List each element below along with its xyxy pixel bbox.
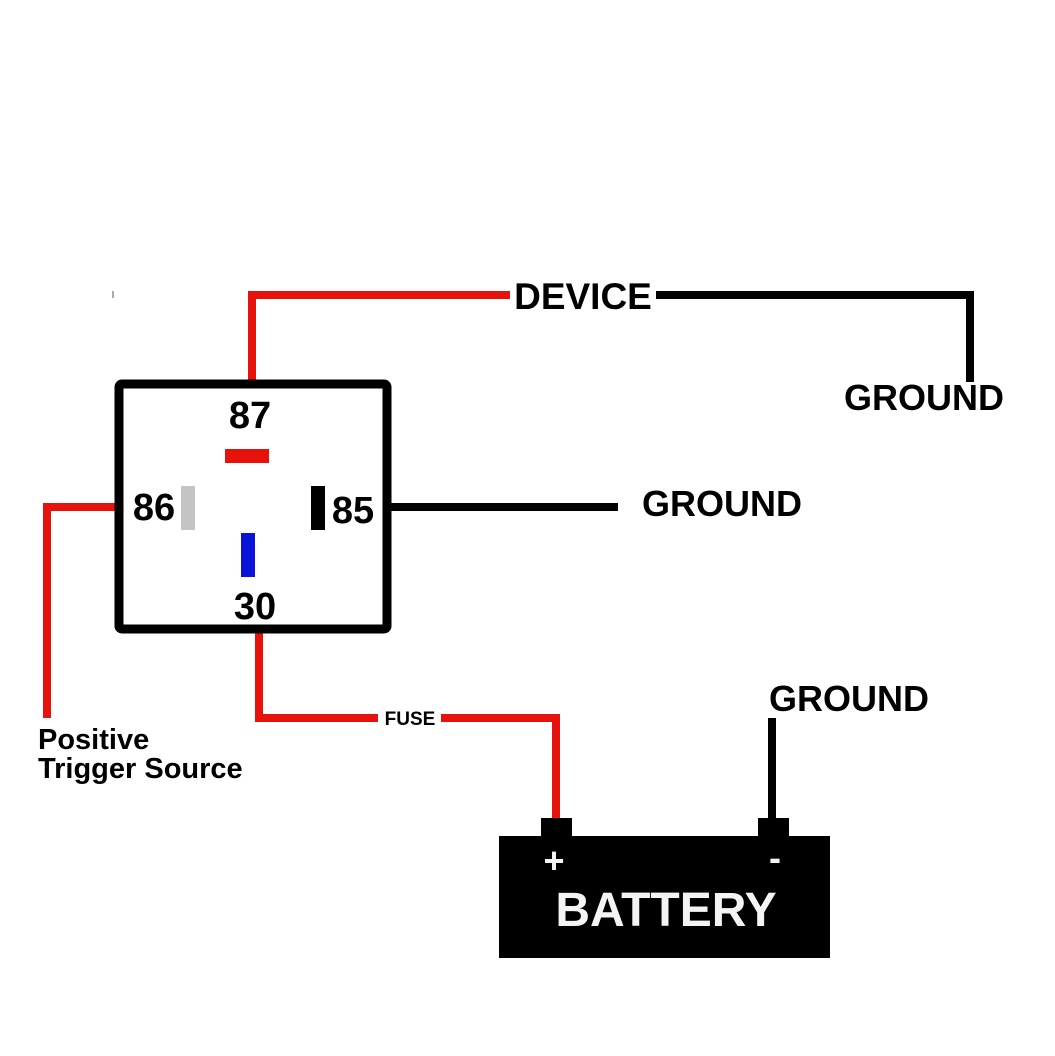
terminal-86-pin [181, 486, 195, 530]
terminal-87-label: 87 [229, 395, 271, 437]
wire-86-to-trigger [43, 503, 119, 718]
terminal-30-pin [241, 533, 255, 577]
battery-positive-post [541, 818, 572, 838]
ground-label-relay: GROUND [642, 483, 802, 524]
wire-87-to-device [248, 291, 510, 384]
terminal-85-label: 85 [332, 490, 374, 532]
fuse-label: FUSE [385, 709, 436, 730]
terminal-30-label: 30 [234, 586, 276, 628]
battery-negative-post [758, 818, 789, 838]
trigger-label-line2: Trigger Source [38, 753, 243, 785]
battery-body [499, 836, 830, 958]
ground-label-battery: GROUND [769, 678, 929, 719]
battery-positive-sign: + [543, 840, 564, 881]
wire-fuse-to-battery-positive [441, 714, 560, 820]
terminal-87-pin [225, 449, 269, 463]
trigger-label-line1: Positive [38, 724, 149, 756]
device-label: DEVICE [514, 276, 652, 317]
battery-negative-sign: - [769, 837, 781, 878]
battery-label: BATTERY [555, 884, 776, 937]
wire-device-to-ground [656, 291, 974, 382]
wire-30-to-fuse [255, 630, 378, 722]
terminal-86-label: 86 [133, 487, 175, 529]
relay-box [114, 379, 392, 634]
ground-label-device: GROUND [844, 377, 1004, 418]
terminal-85-pin [311, 486, 325, 530]
